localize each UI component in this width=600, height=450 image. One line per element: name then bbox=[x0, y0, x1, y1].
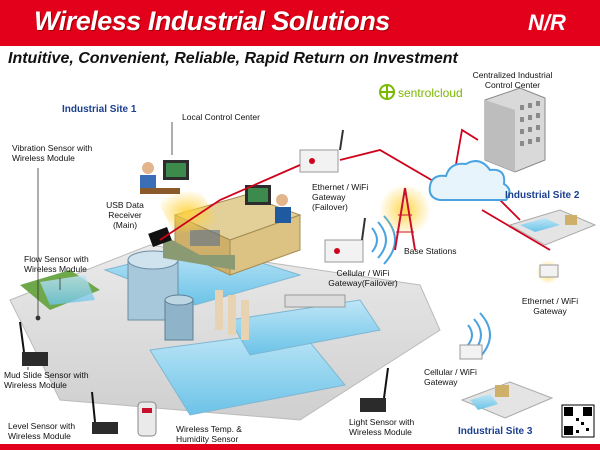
level-sensor-device bbox=[91, 391, 118, 434]
local-control-label: Local Control Center bbox=[182, 112, 260, 122]
leader-lines bbox=[27, 122, 173, 370]
light-sensor-device bbox=[360, 367, 389, 412]
field-sensor-devices bbox=[19, 321, 389, 437]
site2-illustration bbox=[508, 209, 597, 284]
cloud-icon bbox=[428, 160, 511, 201]
company-logo: N/R bbox=[528, 10, 566, 35]
sentrolcloud-logo-icon bbox=[379, 84, 395, 100]
cellular-wifi-gateway-failover-device bbox=[324, 215, 396, 265]
ethernet-wifi-site2-label: Ethernet / WiFi Gateway bbox=[521, 296, 579, 316]
brand-name: sentrolcloud bbox=[398, 86, 463, 100]
site3-illustration bbox=[459, 312, 554, 419]
page-title: Wireless Industrial Solutions bbox=[34, 6, 390, 36]
site1-plant bbox=[9, 194, 441, 421]
temp-humidity-sensor-label: Wireless Temp. & Humidity Sensor bbox=[176, 424, 242, 444]
mud-slide-sensor-device bbox=[19, 321, 48, 366]
temp-humidity-sensor-device bbox=[137, 401, 157, 437]
centralized-control-building bbox=[484, 87, 546, 173]
qr-code bbox=[561, 404, 595, 438]
cellular-wifi-site3-label: Cellular / WiFi Gateway bbox=[424, 367, 477, 387]
mud-slide-sensor-label: Mud Slide Sensor with Wireless Module bbox=[4, 370, 89, 390]
local-control-center-icon bbox=[140, 160, 291, 247]
light-sensor-label: Light Sensor with Wireless Module bbox=[349, 417, 415, 437]
network-links bbox=[159, 128, 551, 251]
page-subtitle: Intuitive, Convenient, Reliable, Rapid R… bbox=[8, 50, 458, 67]
footer-bar bbox=[0, 444, 600, 450]
ethernet-wifi-gateway-failover-device bbox=[299, 129, 344, 173]
vibration-sensor-label: Vibration Sensor with Wireless Module bbox=[12, 143, 93, 163]
centralized-control-label: Centralized Industrial Control Center bbox=[472, 70, 553, 90]
base-stations-label: Base Stations bbox=[404, 246, 457, 256]
site3-title: Industrial Site 3 bbox=[458, 426, 533, 437]
level-sensor-label: Level Sensor with Wireless Module bbox=[8, 421, 76, 441]
base-station-tower bbox=[379, 184, 431, 251]
site1-title: Industrial Site 1 bbox=[62, 104, 137, 115]
header-bar: Wireless Industrial Solutions N/R bbox=[0, 0, 600, 46]
ethernet-wifi-failover-label: Ethernet / WiFi Gateway (Failover) bbox=[312, 182, 369, 212]
site2-title: Industrial Site 2 bbox=[505, 190, 580, 201]
usb-receiver-label: USB Data Receiver (Main) bbox=[106, 200, 144, 230]
cellular-wifi-failover-label: Cellular / WiFi Gateway(Failover) bbox=[328, 268, 398, 288]
flow-sensor-label: Flow Sensor with Wireless Module bbox=[24, 254, 89, 274]
